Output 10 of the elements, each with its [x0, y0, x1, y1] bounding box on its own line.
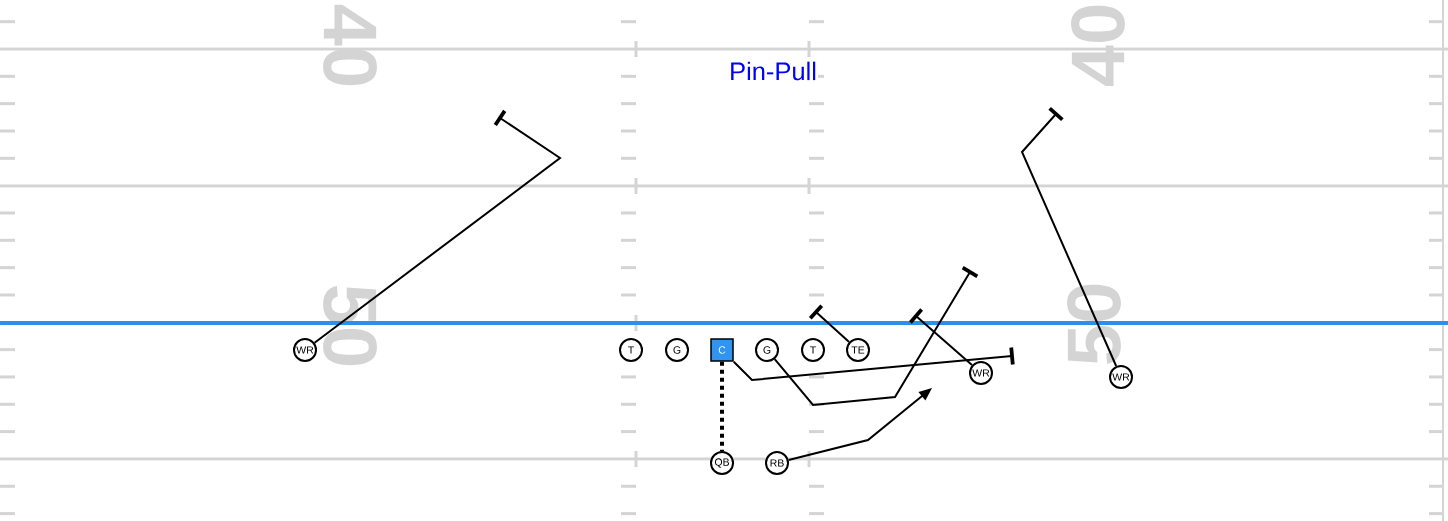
- dotted-line: [720, 361, 724, 451]
- route-line: [909, 308, 973, 367]
- route-line: [732, 347, 1015, 382]
- route-arrow: [787, 388, 932, 462]
- route-line: [313, 109, 562, 344]
- title: Pin-Pull: [728, 60, 818, 82]
- route-line: [808, 304, 851, 343]
- route-line: [1020, 106, 1118, 367]
- route-line: [773, 266, 979, 407]
- player-square: C: [710, 338, 734, 362]
